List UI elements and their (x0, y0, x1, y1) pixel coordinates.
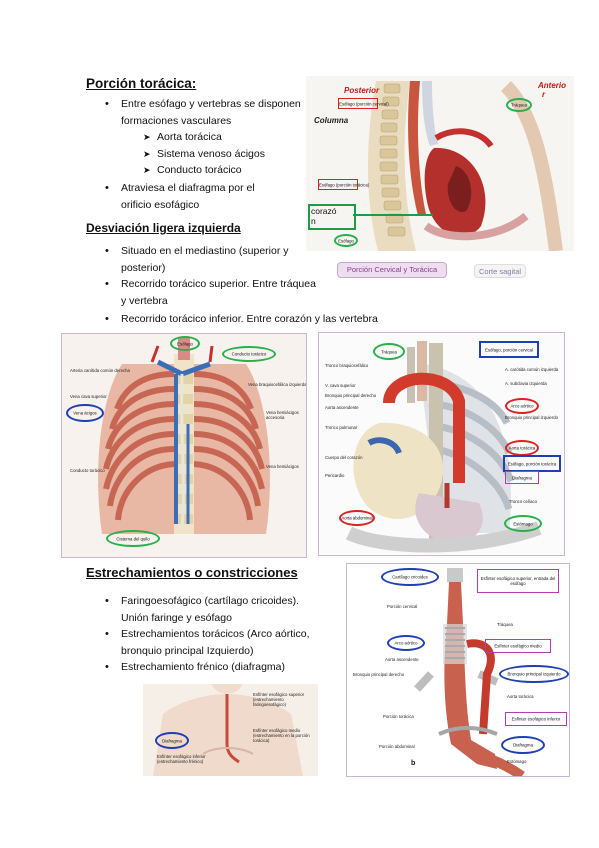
tag-corte-sagital: Corte sagital (474, 264, 526, 278)
box-esofago-toracico: Esófago, porción torácica (503, 455, 561, 472)
label-cuerpo-corazon: Cuerpo del corazón (325, 455, 363, 460)
box-esfinter-superior: Esfínter esofágico superior, entrada del… (477, 569, 559, 593)
label-box-esofago-toracico: Esófago (porción torácica) (318, 179, 369, 190)
label-bronquio-der: Bronquio principal derecho (325, 393, 377, 398)
bullet: Faringoesofágico (cartílago cricoides). … (105, 593, 321, 626)
oval-diafragma: Diafragma (155, 732, 189, 749)
label-aorta-ascendente: Aorta ascendente (325, 405, 359, 410)
box-esfinter-inferior: Esfínter esofágico inferior (505, 712, 567, 726)
sub-bullet: Conducto torácico (143, 162, 307, 179)
label-carotida-izq: A. carótida común izquierda (505, 367, 559, 372)
section3-list: Faringoesofágico (cartílago cricoides). … (105, 593, 321, 676)
label-oval-traquea: Tráquea (506, 98, 532, 112)
label-porcion-abdominal: Porción abdominal (379, 744, 415, 749)
label-porcion-toracica: Porción torácica (383, 714, 414, 719)
box-diafragma: Diafragma (505, 471, 539, 484)
bullet: Atraviesa el diafragma por el orificio e… (105, 180, 281, 213)
label-oval-esofago: Esófago (334, 234, 358, 247)
label-tronco-celiaco: Tronco celíaco (509, 499, 538, 504)
oval-aorta-toracica: Aorta torácica (505, 440, 539, 456)
label-posterior: Posterior (344, 86, 380, 95)
oval-cartilago-cricoides: Cartílago cricoides (381, 568, 439, 586)
sub-bullet: Aorta torácica (143, 129, 307, 146)
label-traquea: Tráquea (497, 622, 513, 627)
label-subclavia-izq: A. subclavia izquierda (505, 381, 547, 386)
label-anterior: Anterio (538, 81, 566, 90)
corazon-pointer (353, 214, 433, 216)
bullet: Estrechamientos torácicos (Arco aórtico,… (105, 626, 321, 659)
figure-letter: b (411, 760, 416, 767)
thoracic-wall-illustration (98, 338, 270, 534)
sub-bullet: Sistema venoso ácigos (143, 146, 307, 163)
esophagus-front-figure: Cartílago cricoides Esfínter esofágico s… (346, 563, 570, 777)
box-esfinter-medio: Esfínter esofágico medio (485, 639, 551, 653)
body-illustration (153, 684, 303, 776)
corazon-box: corazó n (308, 204, 356, 230)
section1-list: Entre esófago y vertebras se disponen fo… (105, 96, 301, 129)
label-esfinter-inferior: Esfínter esofágico inferior (estrechamie… (157, 754, 206, 764)
label-vena-cava: Vena cava superior (70, 394, 107, 399)
oval-cisterna-del-quilo: Cisterna del quilo (106, 530, 160, 547)
label-tronco-pulmonar: Tronco pulmonar (325, 425, 358, 430)
oval-estomago: Estómago (504, 515, 542, 532)
bullet: Entre esófago y vertebras se disponen fo… (105, 96, 301, 129)
label-esfinter-superior: Esfínter esofágico superior (estrechamie… (253, 692, 305, 707)
label-porcion-cervical: Porción cervical (387, 604, 418, 609)
section2-list: Situado en el mediastino (superior y pos… (105, 243, 316, 309)
label-carotida: Arteria carótida común derecha (70, 368, 130, 373)
section-title-desviacion: Desviación ligera izquierda (86, 221, 241, 235)
mediastinum-illustration (345, 341, 542, 553)
label-bronquio-izq: Bronquio principal izquierdo (505, 415, 559, 420)
label-columna: Columna (314, 116, 349, 125)
oval-arco-aortico: Arco aórtico (505, 398, 539, 414)
oval-vena-acigos: Vena ácigos (66, 404, 104, 422)
label-estomago: Estómago (507, 759, 527, 764)
label-aorta-ascendente: Aorta ascendente (385, 657, 419, 662)
section1-sublist: Aorta torácica Sistema venoso ácigos Con… (143, 129, 307, 179)
label-braquiocefalica: Vena braquiocefálica izquierda (248, 382, 307, 387)
tag-porcion-cervical-toracica: Porción Cervical y Torácica (337, 262, 447, 278)
label-pericardio: Pericardio (325, 473, 345, 478)
oval-arco-aortico: Arco aórtico (387, 635, 425, 651)
bullet: Recorrido torácico inferior. Entre coraz… (105, 311, 421, 328)
oval-diafragma: Diafragma (501, 736, 545, 754)
oval-conducto-toracico: Conducto torácico (222, 346, 276, 362)
label-anterior-r: r (542, 90, 546, 99)
label-vena-cava: V. cava superior (325, 383, 356, 388)
label-tronco-braquiocefalico: Tronco braquiocefálico (325, 363, 369, 368)
label-hemiacigos-accesoria: Vena hemiácigos accesoria (266, 410, 299, 420)
mediastinum-figure: Tráquea Esófago, porción cervical Arco a… (318, 332, 565, 556)
esophagus-illustration (414, 568, 525, 776)
bullet: Situado en el mediastino (superior y pos… (105, 243, 316, 276)
label-esfinter-medio: Esfínter esofágico medio (estrechamiento… (253, 728, 310, 743)
thoracic-wall-figure: Esófago Conducto torácico Vena ácigos Ci… (61, 333, 307, 558)
oval-bronquio-izquierdo: Bronquio principal izquierdo (499, 665, 569, 683)
section1-list-2: Atraviesa el diafragma por el orificio e… (105, 180, 281, 213)
oval-traquea: Tráquea (373, 343, 405, 360)
label-aorta-toracica: Aorta torácica (507, 694, 534, 699)
oval-aorta-abdominal: Aorta abdominal (339, 510, 375, 526)
label-box-esofago-cervical: Esófago (porción cervical) (338, 98, 389, 109)
body-figure: Esfínter esofágico superior (estrechamie… (143, 684, 318, 776)
bullet: Estrechamiento frénico (diafragma) (105, 659, 321, 676)
oval-esofago: Esófago (170, 336, 200, 351)
box-esofago-cervical: Esófago, porción cervical (479, 341, 539, 358)
section-title-estrechamientos: Estrechamientos o constricciones (86, 565, 298, 580)
label-conducto: Conducto torácico (70, 468, 105, 473)
bullet: Recorrido torácico superior. Entre tráqu… (105, 276, 316, 309)
sagittal-figure: Posterior Anterio r Columna Esófago (por… (306, 76, 574, 251)
label-hemiacigos: Vena hemiácigos (266, 464, 299, 469)
section-title-porcion-toracica: Porción torácica: (86, 76, 197, 91)
label-bronquio-derecho: Bronquio principal derecho (353, 672, 405, 677)
